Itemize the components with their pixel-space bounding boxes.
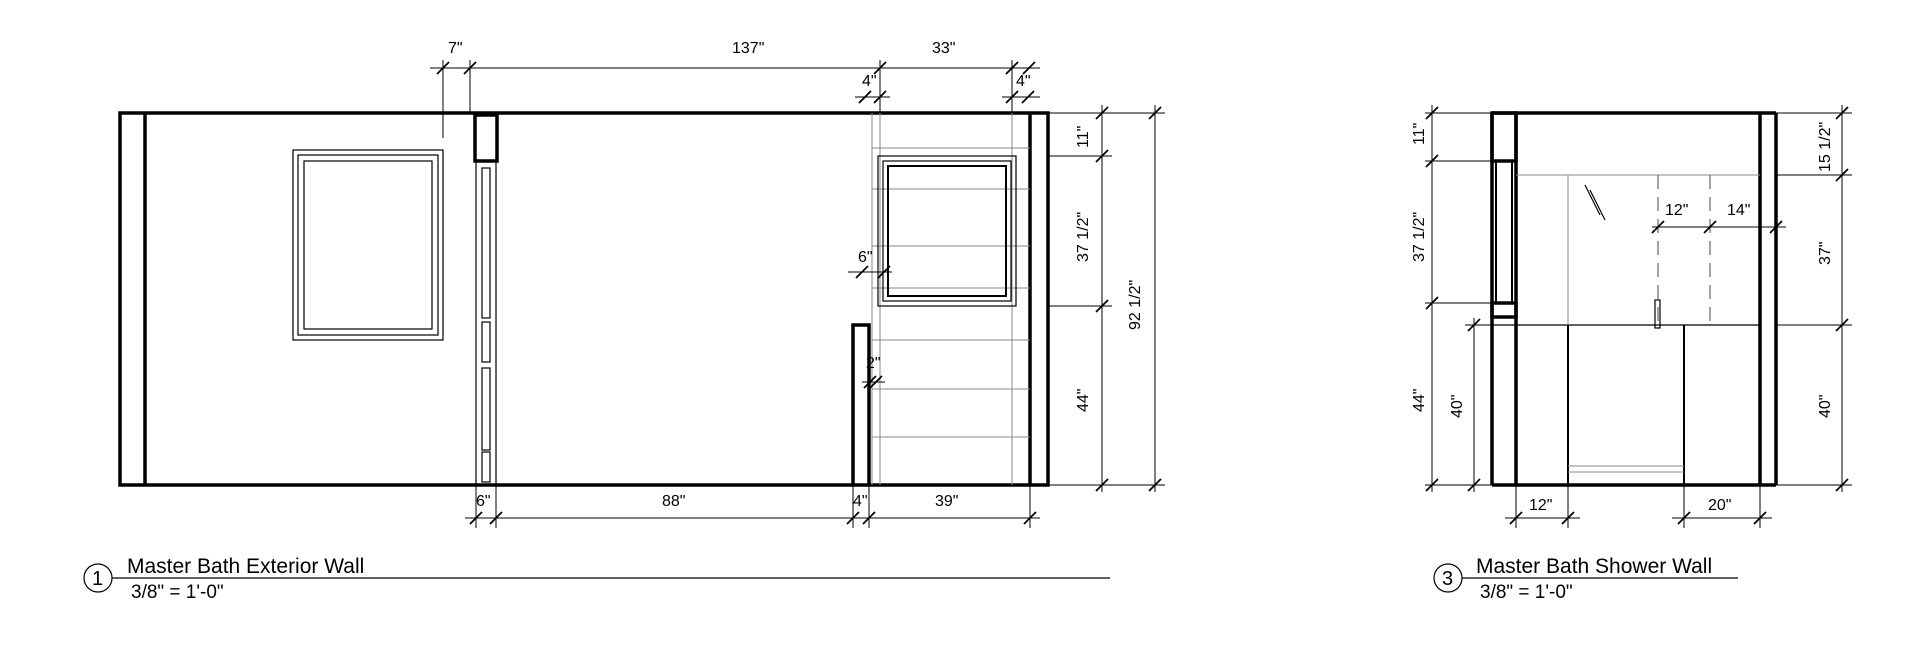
dim-6-inner: 6" bbox=[858, 249, 873, 266]
dim-14-inner: 14" bbox=[1727, 202, 1750, 219]
dim-40-left: 40" bbox=[1449, 395, 1466, 418]
dim-11-left: 11" bbox=[1411, 123, 1428, 145]
view-scale: 3/8" = 1'-0" bbox=[1480, 582, 1573, 603]
shower-wall-title-block: 3 Master Bath Shower Wall 3/8" = 1'-0" bbox=[1433, 555, 1738, 603]
dim-44-right: 44" bbox=[1075, 389, 1092, 412]
left-window bbox=[292, 149, 444, 341]
dim-4-top-a: 4" bbox=[862, 73, 877, 90]
dim-37-half-left: 37 1/2" bbox=[1411, 212, 1428, 262]
view-number: 1 bbox=[92, 568, 103, 590]
exterior-wall-dimensions: 7" 137" 33" 4" 4" 11" 37 1/2" 44" 92 1/2… bbox=[430, 40, 1165, 528]
view-scale: 3/8" = 1'-0" bbox=[131, 582, 224, 603]
partition-wall bbox=[851, 323, 871, 485]
dim-12-inner: 12" bbox=[1665, 202, 1688, 219]
shower-glass-panel bbox=[1495, 160, 1513, 304]
shower-wall-dimensions: 11" 37 1/2" 44" 40" 15 1/2" 37" 40" 12" … bbox=[1411, 105, 1852, 528]
exterior-wall-outline bbox=[118, 111, 1050, 487]
view-title: Master Bath Shower Wall bbox=[1476, 555, 1712, 578]
dim-39-bottom: 39" bbox=[935, 493, 958, 510]
dim-4-top-b: 4" bbox=[1016, 73, 1031, 90]
shower-door-handle bbox=[1654, 299, 1661, 329]
dim-137-top: 137" bbox=[732, 40, 764, 57]
right-window bbox=[877, 155, 1017, 307]
dim-6-bottom: 6" bbox=[476, 493, 491, 510]
dim-20-bottom: 20" bbox=[1708, 497, 1731, 514]
dim-15-half-right: 15 1/2" bbox=[1817, 122, 1834, 172]
dim-12-bottom: 12" bbox=[1529, 497, 1552, 514]
dim-40-right: 40" bbox=[1817, 395, 1834, 418]
dim-44-left: 44" bbox=[1411, 389, 1428, 412]
view-title: Master Bath Exterior Wall bbox=[127, 555, 364, 578]
dim-37-right: 37" bbox=[1817, 242, 1834, 265]
dim-11-right: 11" bbox=[1075, 126, 1092, 148]
exterior-wall-title-block: 1 Master Bath Exterior Wall 3/8" = 1'-0" bbox=[83, 555, 1110, 603]
dim-92-half-right: 92 1/2" bbox=[1127, 280, 1144, 330]
door-jamb-column bbox=[473, 113, 499, 485]
dim-88-bottom: 88" bbox=[662, 493, 685, 510]
shower-wall-elevation bbox=[1490, 111, 1778, 487]
dim-2-inner: 2" bbox=[866, 355, 881, 372]
view-number: 3 bbox=[1442, 568, 1453, 590]
shower-header bbox=[1490, 111, 1518, 163]
dim-7-top: 7" bbox=[448, 40, 463, 57]
exterior-wall-elevation bbox=[118, 111, 1050, 487]
dim-4-bottom: 4" bbox=[853, 493, 868, 510]
dim-33-top: 33" bbox=[932, 40, 955, 57]
dim-37-half-right: 37 1/2" bbox=[1075, 212, 1092, 262]
tile-wall-area bbox=[871, 113, 1030, 485]
